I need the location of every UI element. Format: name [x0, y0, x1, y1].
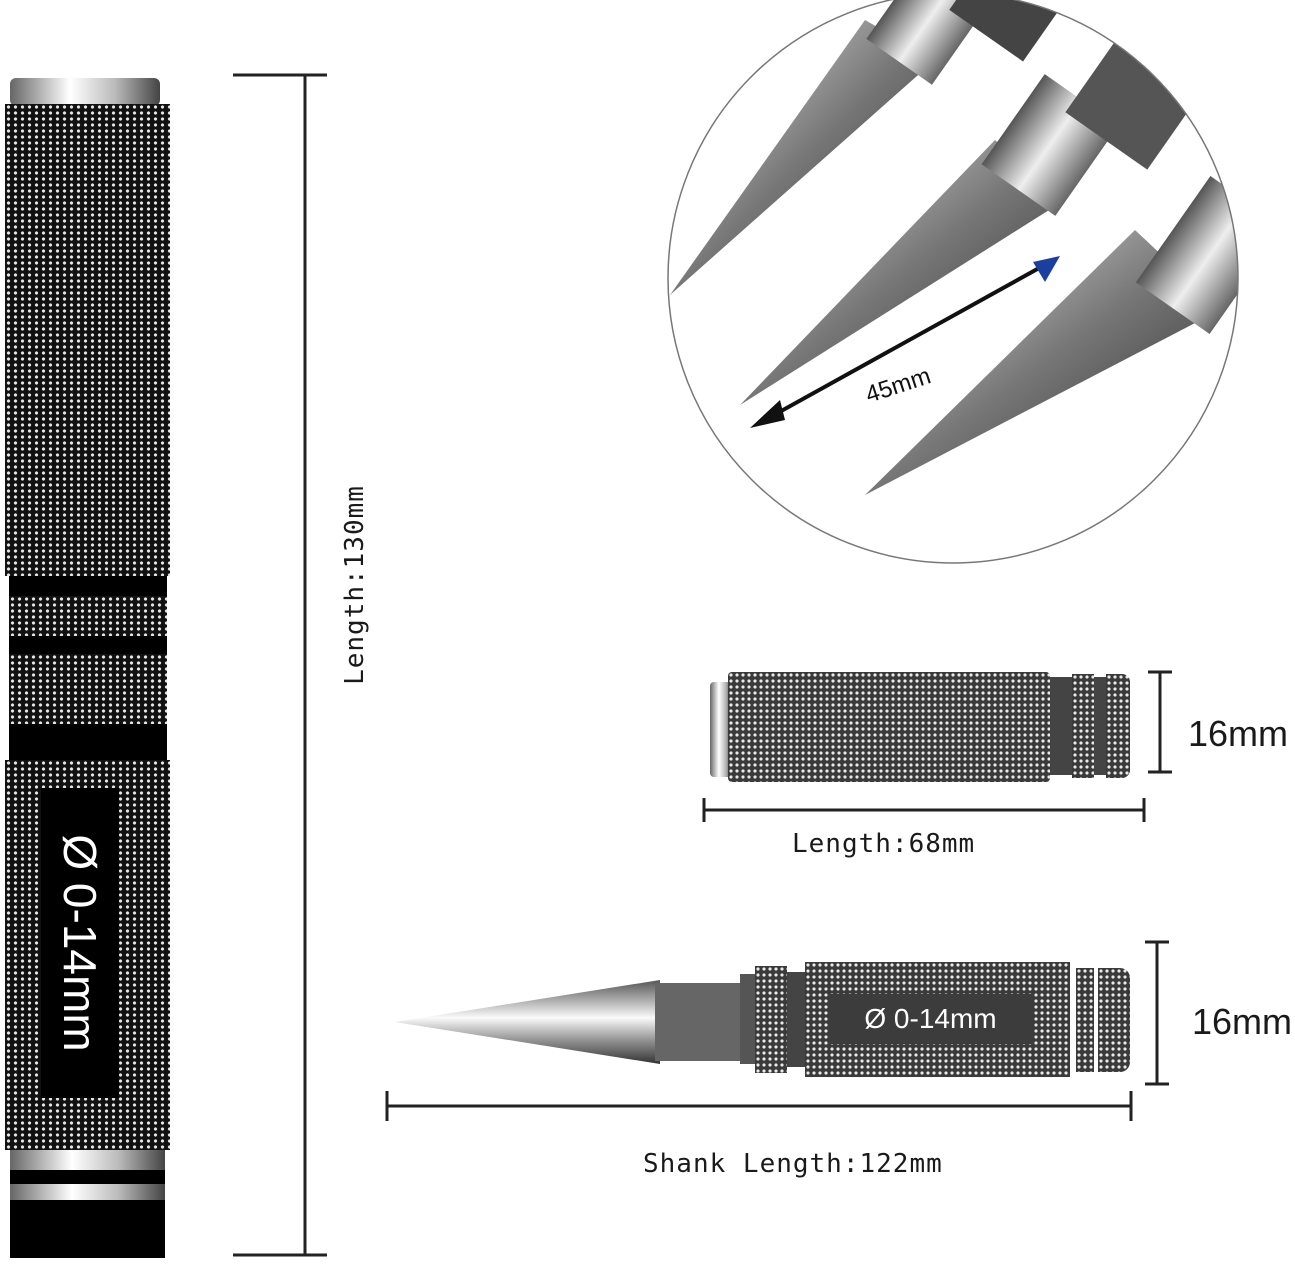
reamer-thread — [740, 974, 755, 1064]
reamer-size-label: Ø 0-14mm — [864, 1003, 997, 1034]
reamer-groove — [1070, 970, 1076, 1070]
handle-base — [10, 1200, 165, 1258]
handle-ring — [9, 596, 167, 636]
reamer-groove — [787, 972, 805, 1067]
reamer-ring — [1076, 968, 1094, 1072]
length-130-label: Length:130mm — [340, 485, 370, 685]
handle-diameter-label: 16mm — [1188, 713, 1289, 754]
handle-top-cap — [10, 78, 160, 106]
reamer-label-plate: Ø 0-14mm — [828, 994, 1033, 1044]
reamer-diameter-line — [1145, 940, 1169, 1086]
large-handle-image: Ø 0-14mm — [5, 78, 170, 1258]
handle-knurl-upper — [5, 104, 170, 576]
reamer-ring — [755, 966, 787, 1073]
handle-image — [710, 672, 1130, 782]
handle-ring — [9, 654, 167, 724]
handle-groove — [1094, 677, 1106, 775]
handle-end-cap — [710, 682, 732, 777]
blade — [670, 20, 935, 295]
handle-groove — [9, 576, 167, 596]
shank-length-line — [385, 1091, 1133, 1121]
handle-diameter-line — [1148, 670, 1172, 774]
reamer-body: Ø 0-14mm — [740, 962, 1130, 1077]
shank-length-label: Shank Length:122mm — [643, 1149, 943, 1179]
handle-length-line — [702, 798, 1146, 822]
handle-groove — [10, 1170, 165, 1184]
handle-groove — [9, 636, 167, 654]
length-dimension-line — [233, 73, 327, 1257]
reamer-blade — [395, 980, 740, 1064]
handle-length-label: Length:68mm — [792, 829, 976, 859]
handle-bottom-cap — [10, 1184, 165, 1200]
handle-knurl — [728, 672, 1050, 782]
reamer-end — [1098, 968, 1130, 1072]
handle-groove — [9, 724, 167, 760]
handle-groove — [1050, 677, 1072, 775]
blade-detail-circle — [667, 0, 1239, 564]
reamer-diameter-label: 16mm — [1192, 1001, 1293, 1042]
handle-ring — [1106, 674, 1130, 778]
handle-ring — [1072, 674, 1094, 778]
handle-bottom-ring — [10, 1150, 165, 1170]
handle-label-plate: Ø 0-14mm — [41, 788, 119, 1098]
handle-size-label: Ø 0-14mm — [54, 834, 106, 1052]
